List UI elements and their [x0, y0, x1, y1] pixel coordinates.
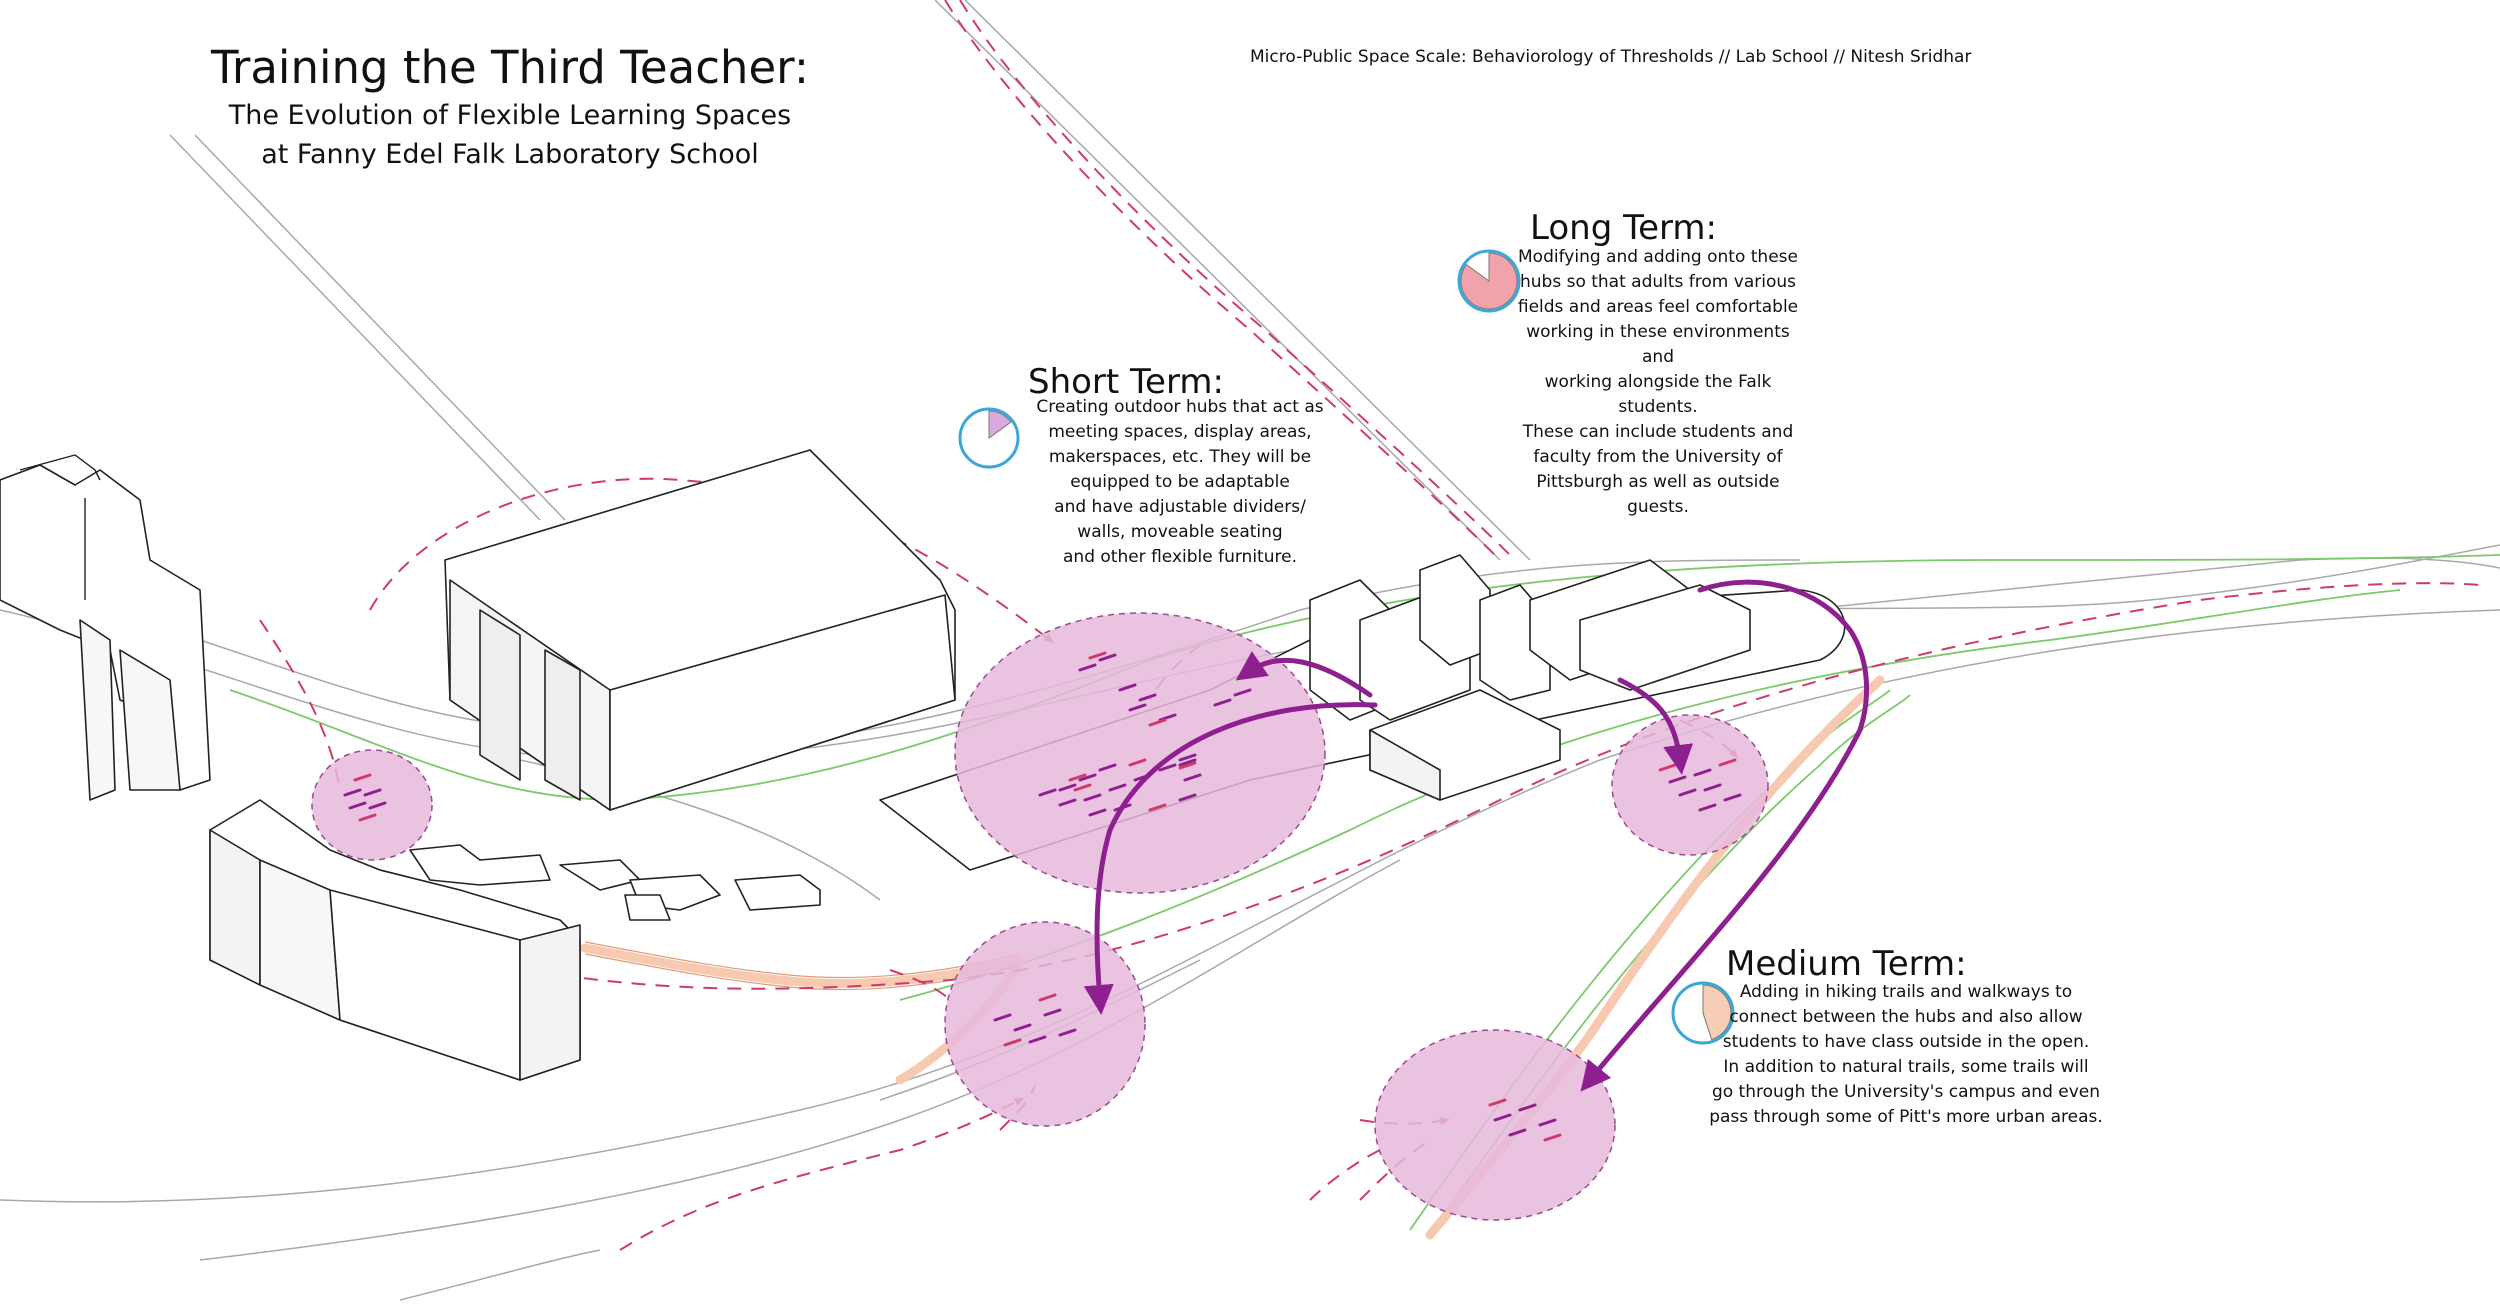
long-term-line: These can include students and: [1522, 422, 1794, 442]
subtitle-line-1: The Evolution of Flexible Learning Space…: [228, 100, 792, 131]
medium-term-heading: Medium Term:: [1726, 944, 1967, 984]
medium-term-description: Adding in hiking trails and walkways to …: [1706, 980, 2106, 1130]
medium-term-line: connect between the hubs and also allow: [1729, 1007, 2083, 1027]
long-term-line: Modifying and adding onto these: [1518, 247, 1798, 267]
short-term-heading: Short Term:: [1028, 362, 1224, 402]
long-term-line: fields and areas feel comfortable: [1517, 297, 1799, 317]
buildings: [0, 449, 1846, 1081]
hub-central: [954, 612, 1326, 894]
short-term-line: makerspaces, etc. They will be: [1048, 447, 1312, 467]
short-term-description: Creating outdoor hubs that act as meetin…: [1010, 395, 1350, 570]
hub-lower: [944, 921, 1146, 1127]
long-term-heading: Long Term:: [1530, 208, 1717, 248]
hub-right: [1611, 714, 1769, 856]
connection-arrows: [1083, 579, 1869, 1092]
long-term-line: faculty from the University of: [1533, 447, 1783, 467]
medium-term-line: students to have class outside in the op…: [1722, 1032, 2090, 1052]
dashed-movement-paths: [259, 0, 2481, 1251]
short-term-line: walls, moveable seating: [1077, 522, 1283, 542]
medium-term-line: Adding in hiking trails and walkways to: [1739, 982, 2073, 1002]
page-title: Training the Third Teacher:: [210, 41, 810, 94]
credit-line: Micro-Public Space Scale: Behaviorology …: [1250, 47, 1972, 67]
hub-circles: [311, 612, 1769, 1221]
long-term-line: Pittsburgh as well as outside guests.: [1536, 472, 1780, 517]
short-term-line: equipped to be adaptable: [1070, 472, 1290, 492]
long-term-description: Modifying and adding onto these hubs so …: [1508, 245, 1808, 520]
medium-term-line: pass through some of Pitt's more urban a…: [1709, 1107, 2103, 1127]
long-term-line: working in these environments and: [1526, 322, 1790, 367]
long-term-line: hubs so that adults from various: [1519, 272, 1796, 292]
short-term-line: Creating outdoor hubs that act as: [1036, 397, 1324, 417]
short-term-line: meeting spaces, display areas,: [1048, 422, 1312, 442]
hub-left: [311, 749, 433, 861]
medium-term-line: In addition to natural trails, some trai…: [1723, 1057, 2089, 1077]
seating-markers: [343, 651, 1742, 1142]
short-term-line: and have adjustable dividers/: [1054, 497, 1306, 517]
page-subtitle: The Evolution of Flexible Learning Space…: [180, 96, 840, 174]
subtitle-line-2: at Fanny Edel Falk Laboratory School: [261, 139, 759, 171]
hub-bottom-right: [1374, 1029, 1616, 1221]
short-term-line: and other flexible furniture.: [1063, 547, 1297, 567]
medium-term-line: go through the University's campus and e…: [1711, 1082, 2101, 1102]
long-term-line: working alongside the Falk students.: [1544, 372, 1772, 417]
